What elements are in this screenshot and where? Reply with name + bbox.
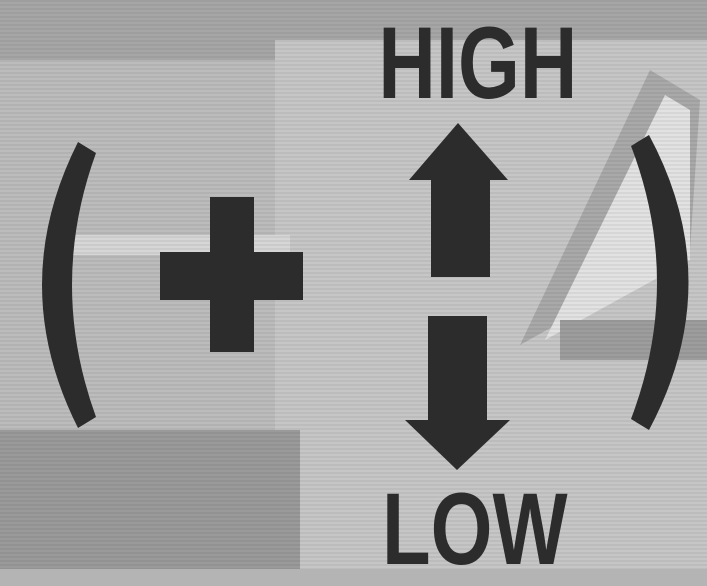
- control-diagram: [0, 0, 707, 569]
- high-label: HIGH: [378, 12, 565, 114]
- background-photo: [0, 0, 707, 569]
- low-label: LOW: [382, 478, 538, 580]
